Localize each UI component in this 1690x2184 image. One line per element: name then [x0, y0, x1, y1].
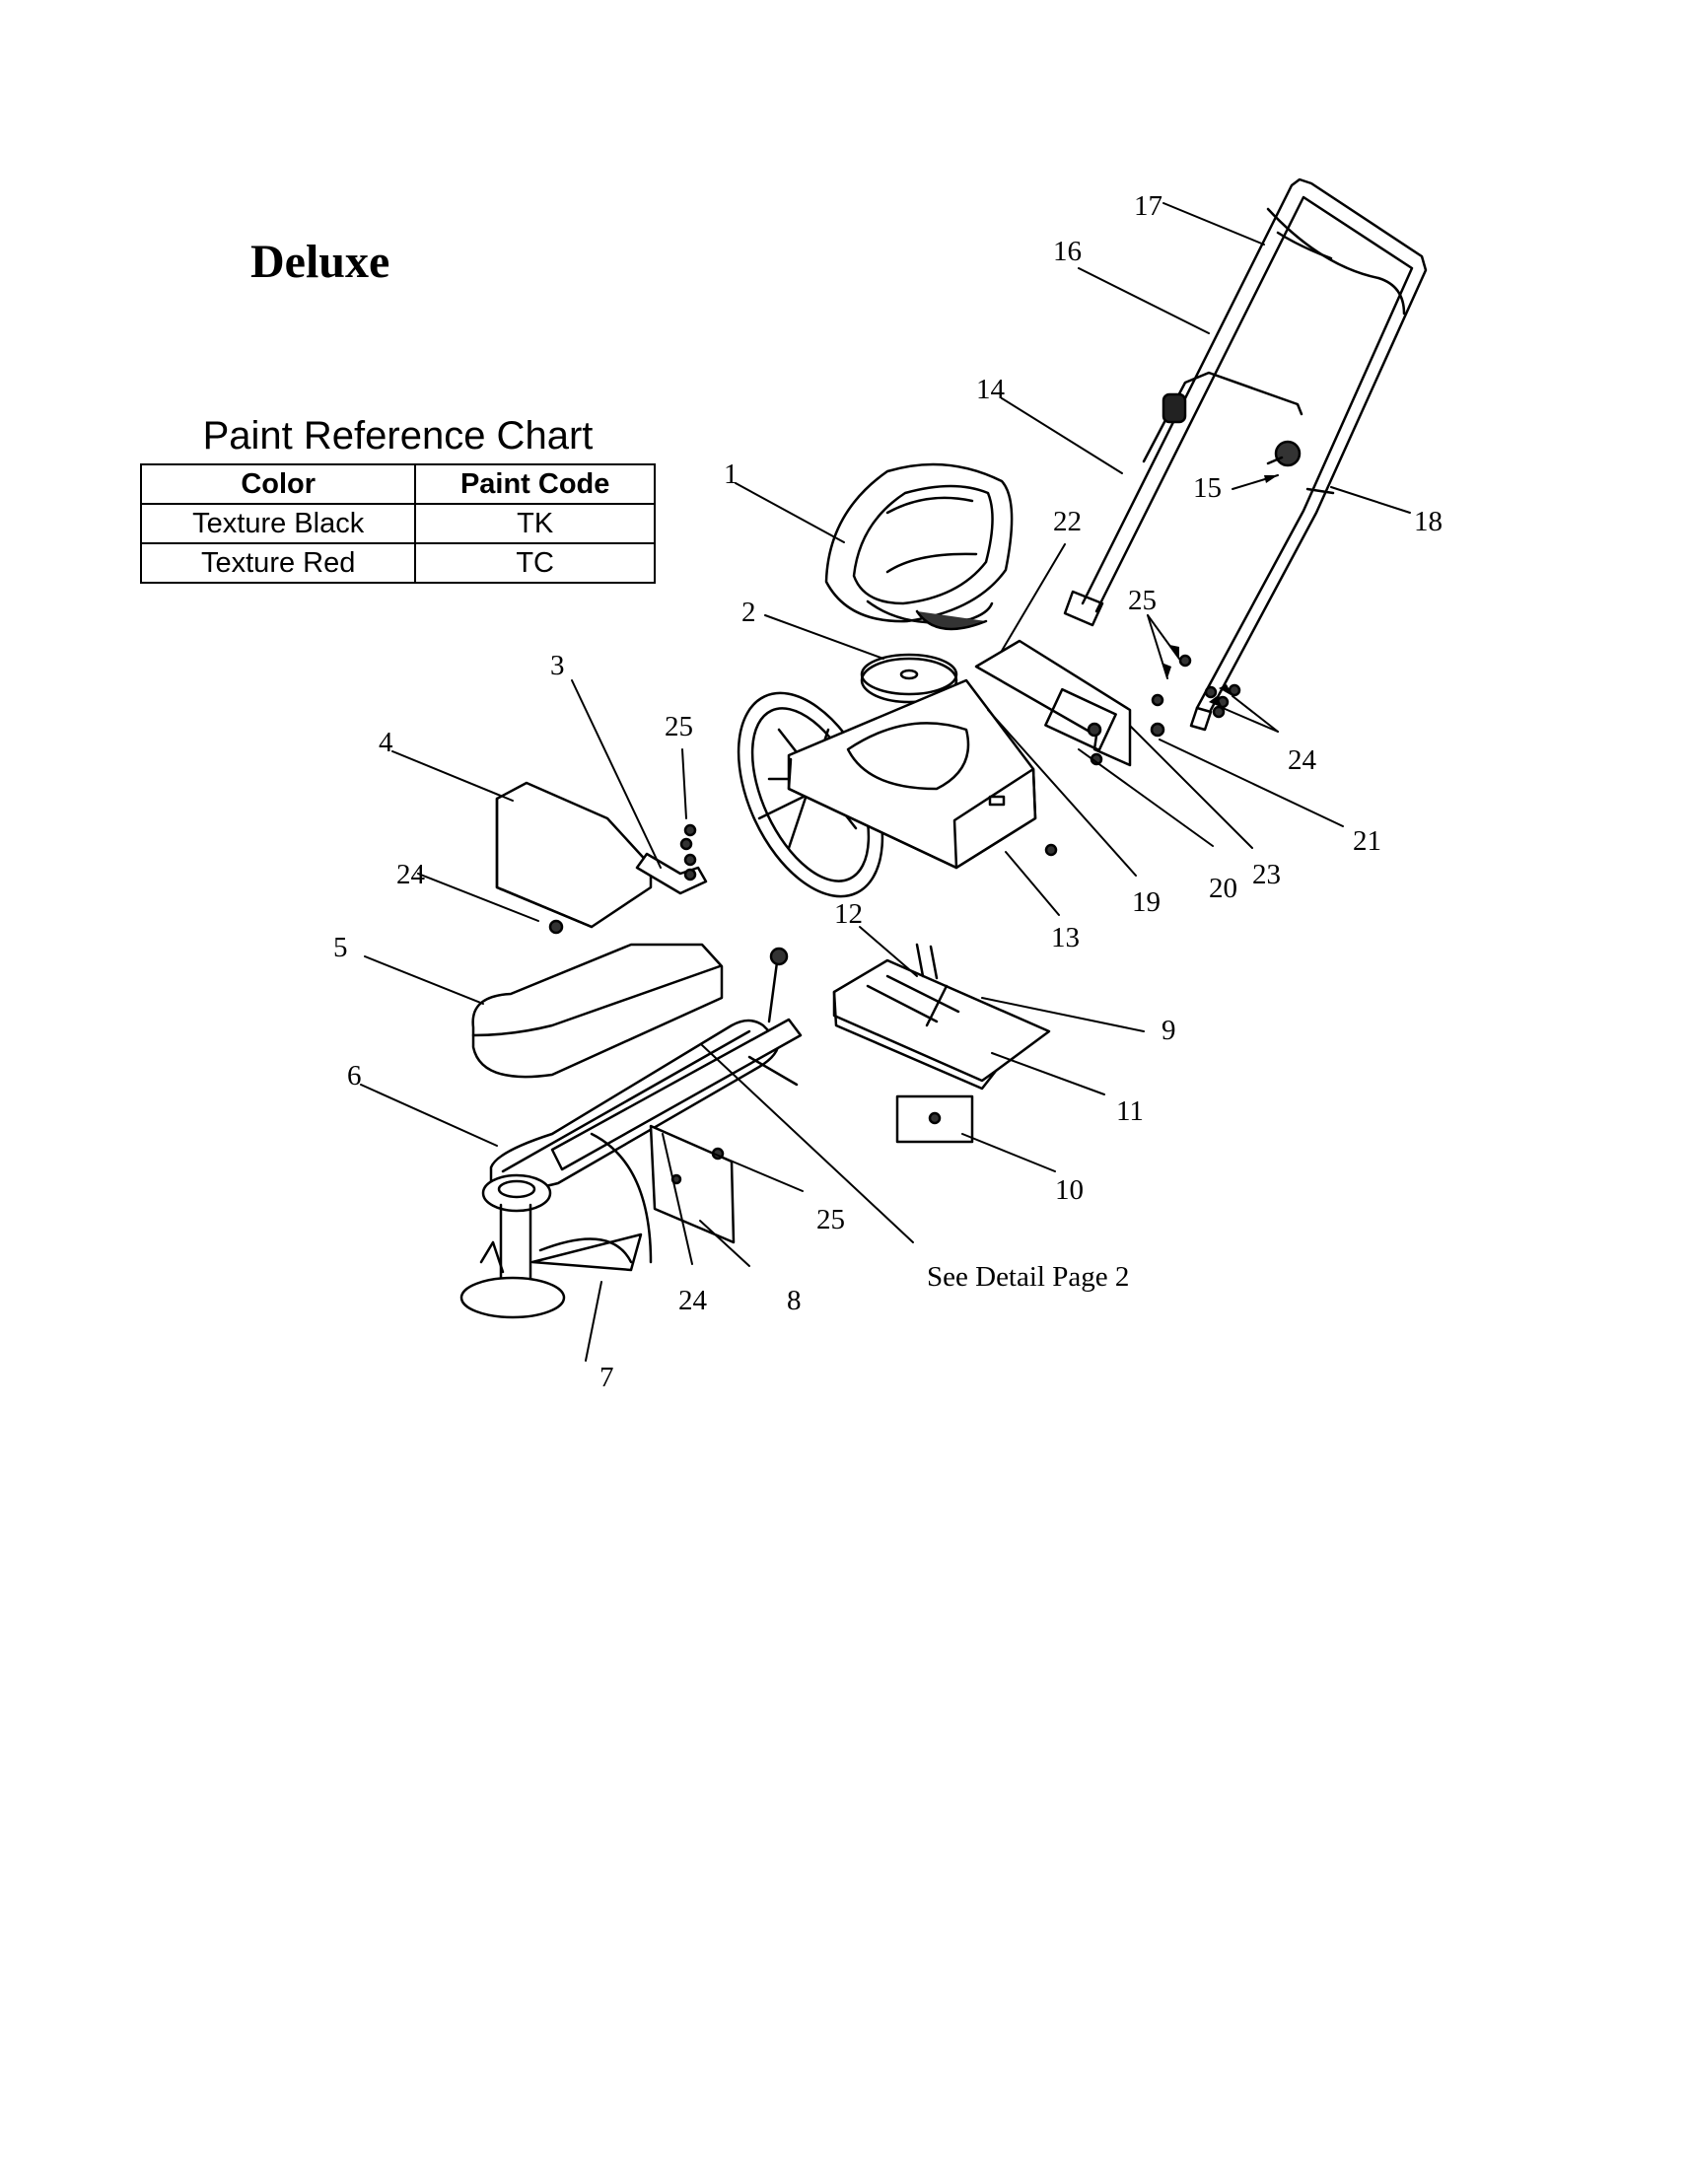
- cell-color: Texture Black: [139, 503, 417, 544]
- callout-25-lower: 25: [816, 1204, 845, 1235]
- callout-24: 24: [1288, 744, 1317, 776]
- callout-20: 20: [1209, 873, 1237, 904]
- page-title: Deluxe: [250, 236, 390, 288]
- callout-labels: 1 2 3 4 5 6 7 8 9 10 11 12 13 14 15 16 1…: [333, 190, 1443, 1393]
- handle-assembly: [1063, 177, 1428, 732]
- leader-lines: [360, 202, 1411, 1362]
- callout-24-left: 24: [396, 859, 426, 890]
- callout-6: 6: [347, 1060, 362, 1092]
- table-row: Texture Red TC: [139, 542, 656, 584]
- callout-11: 11: [1116, 1095, 1144, 1127]
- column-header-color: Color: [139, 463, 417, 505]
- column-header-paint-code: Paint Code: [414, 463, 656, 505]
- callout-3: 3: [550, 650, 565, 681]
- callout-10: 10: [1055, 1174, 1084, 1206]
- belt-cover: [471, 781, 724, 1079]
- callout-5: 5: [333, 932, 348, 963]
- callout-9: 9: [1162, 1015, 1176, 1046]
- callout-8: 8: [787, 1285, 802, 1316]
- callout-25: 25: [1128, 585, 1157, 616]
- cell-color: Texture Red: [139, 542, 417, 584]
- callout-13: 13: [1051, 922, 1080, 953]
- handle-bracket: [974, 639, 1132, 767]
- callout-14: 14: [976, 374, 1006, 405]
- cell-paint-code: TK: [414, 503, 656, 544]
- callout-15: 15: [1193, 472, 1222, 504]
- callout-24-lower: 24: [678, 1285, 708, 1316]
- paint-chart-title: Paint Reference Chart: [202, 414, 594, 458]
- pulley: [860, 653, 958, 704]
- small-plate: [895, 1094, 974, 1144]
- callout-25-upper: 25: [665, 711, 693, 742]
- shield-plate: [590, 1124, 736, 1264]
- callout-19: 19: [1132, 886, 1161, 918]
- callout-18: 18: [1414, 506, 1443, 537]
- detail-page-note: See Detail Page 2: [927, 1261, 1129, 1293]
- callout-1: 1: [724, 458, 739, 490]
- callout-12: 12: [834, 898, 863, 930]
- callout-23: 23: [1252, 859, 1281, 890]
- table-row: Texture Black TK: [139, 503, 656, 544]
- callout-4: 4: [379, 727, 393, 758]
- deck-plate: [832, 943, 1051, 1091]
- trimmer-head: [459, 1173, 643, 1319]
- callout-16: 16: [1053, 236, 1082, 267]
- table-header-row: Color Paint Code: [139, 463, 656, 505]
- paint-reference-table: Color Paint Code Texture Black TK Textur…: [139, 463, 656, 584]
- wheel-deck: [737, 678, 1037, 898]
- belt-arm: [489, 947, 803, 1190]
- callout-22: 22: [1053, 506, 1082, 537]
- bracket: [635, 852, 708, 895]
- cell-paint-code: TC: [414, 542, 656, 584]
- callout-21: 21: [1353, 825, 1381, 857]
- engine-cover: [824, 462, 1014, 631]
- callout-7: 7: [599, 1362, 614, 1393]
- callout-2: 2: [741, 597, 756, 628]
- callout-17: 17: [1134, 190, 1162, 222]
